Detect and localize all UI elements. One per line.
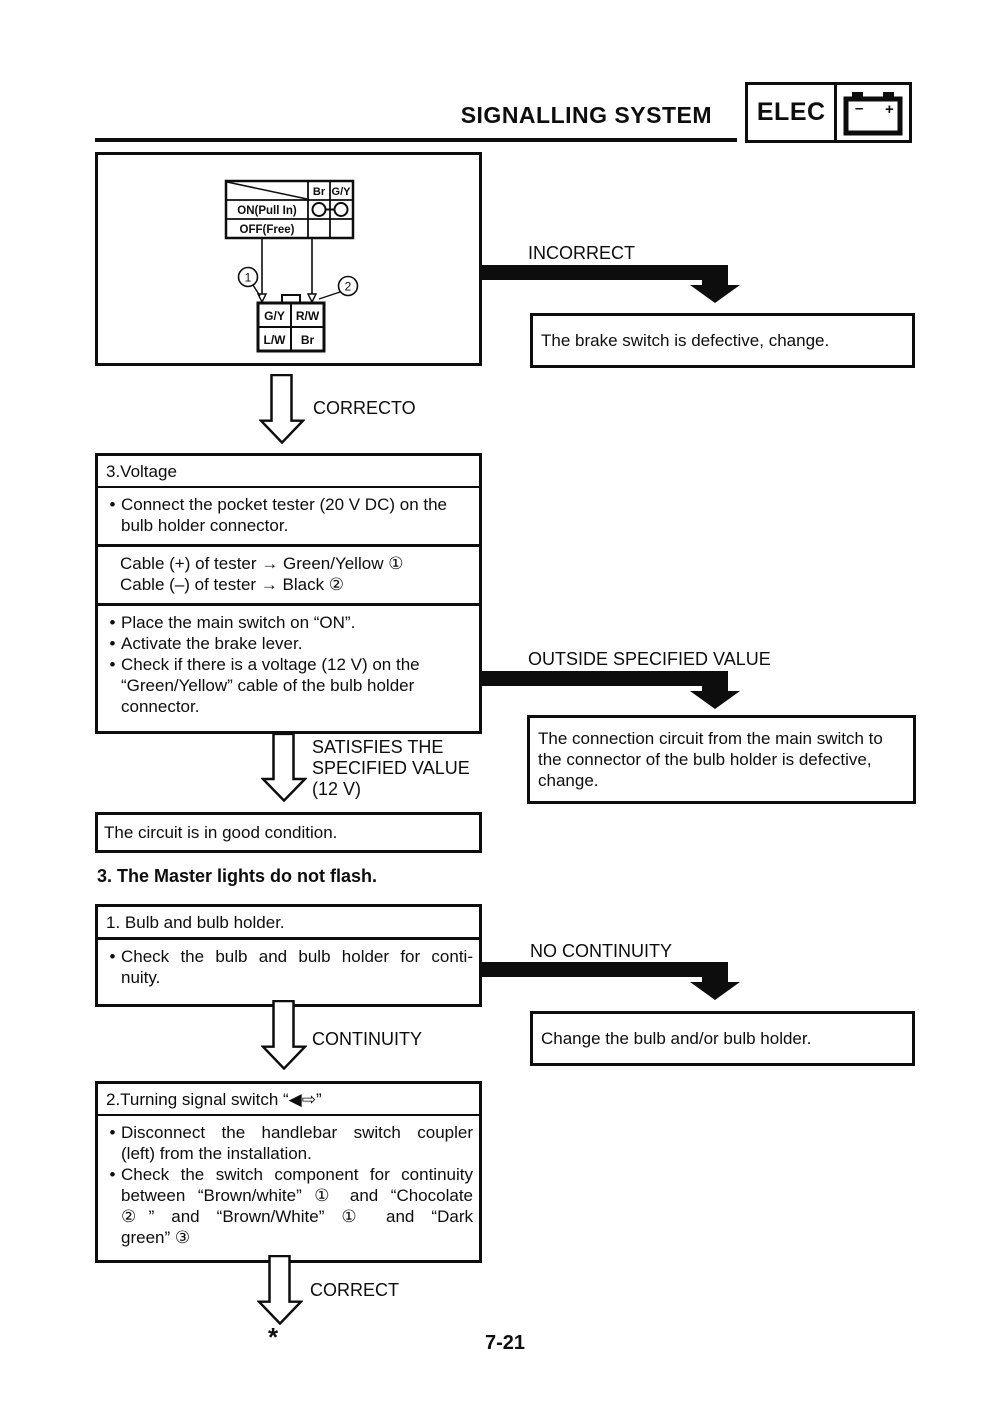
contact-circle-gy xyxy=(333,202,349,217)
connector-cell-gy: G/Y xyxy=(264,309,285,323)
diagonal-line xyxy=(226,181,308,200)
brake-switch-diagram-box: Br G/Y ON(Pull In) OFF(Free) 1 2 xyxy=(95,152,482,366)
correct-label: CORRECT xyxy=(310,1280,399,1300)
bulb-step-1: Check the bulb and bulb holder for conti… xyxy=(98,937,479,1004)
table-row-off: OFF(Free) xyxy=(240,224,295,236)
page-number: 7-21 xyxy=(484,1332,526,1354)
no-continuity-label: NO CONTINUITY xyxy=(530,941,672,961)
voltage-step-4-text: Check if there is a voltage (12 V) on th… xyxy=(121,655,420,716)
voltage-step-1: Connect the pocket tester (20 V DC) on t… xyxy=(98,486,479,544)
brake-defective-box: The brake switch is defective, change. xyxy=(530,313,915,368)
bulb-box-title: 1. Bulb and bulb holder. xyxy=(106,913,285,932)
correct-down-arrow xyxy=(257,1255,303,1325)
satisfies-down-arrow xyxy=(261,733,307,802)
incorrect-branch-arrow xyxy=(481,265,740,303)
battery-icon: – + xyxy=(837,85,909,140)
turning-steps: Disconnect the handlebar switch coupler(… xyxy=(98,1114,479,1260)
outside-specified-value-label: OUTSIDE SPECIFIED VALUE xyxy=(528,649,771,669)
bulb-step-1-text: Check the bulb and bulb holder for conti… xyxy=(121,947,473,987)
voltage-box-title: 3.Voltage xyxy=(106,462,177,481)
turning-signal-switch-box: 2.Turning signal switch “◀⇨” Disconnect … xyxy=(95,1081,482,1263)
no-continuity-branch-arrow xyxy=(481,962,740,1000)
incorrect-label: INCORRECT xyxy=(528,243,635,263)
bulb-check-box: 1. Bulb and bulb holder. Check the bulb … xyxy=(95,904,482,1007)
brake-switch-diagram: Br G/Y ON(Pull In) OFF(Free) 1 2 xyxy=(224,179,359,353)
wire-arrowhead-right xyxy=(306,293,318,304)
chapter-badge: ELEC – + xyxy=(745,82,912,143)
circuit-good-box: The circuit is in good condition. xyxy=(95,812,482,853)
callout-1-number: 1 xyxy=(245,271,252,285)
callout-1: 1 xyxy=(237,266,261,297)
badge-label: ELEC xyxy=(748,85,838,140)
cable-plus-line: Cable (+) of tester → Green/Yellow ① xyxy=(120,554,404,573)
correcto-label: CORRECTO xyxy=(313,398,416,418)
header-rule xyxy=(95,138,737,142)
outside-branch-arrow xyxy=(481,671,740,709)
contact-circle-br xyxy=(311,202,327,217)
voltage-check-box: 3.Voltage Connect the pocket tester (20 … xyxy=(95,453,482,734)
turning-step-1-text: Disconnect the handlebar switch coupler(… xyxy=(121,1123,473,1163)
voltage-steps-2: Place the main switch on “ON”. Activate … xyxy=(98,603,479,731)
circuit-good-text: The circuit is in good condition. xyxy=(104,823,338,842)
callout-2-number: 2 xyxy=(345,280,352,294)
callout-2: 2 xyxy=(318,275,359,300)
table-row-on: ON(Pull In) xyxy=(237,205,297,217)
correcto-down-arrow xyxy=(259,374,305,444)
voltage-step-3-text: Activate the brake lever. xyxy=(121,634,303,653)
page-title: SIGNALLING SYSTEM xyxy=(460,102,712,128)
wire-arrowhead-left xyxy=(256,293,268,304)
connector-cell-br: Br xyxy=(301,333,315,347)
continuity-label: CONTINUITY xyxy=(312,1029,422,1049)
connection-defective-box: The connection circuit from the main swi… xyxy=(527,715,916,804)
battery-icon-svg: – + xyxy=(843,92,903,136)
tester-cable-spec: Cable (+) of tester → Green/Yellow ① Cab… xyxy=(98,544,479,603)
voltage-step-2-text: Place the main switch on “ON”. xyxy=(121,613,356,632)
footnote-asterisk: * xyxy=(268,1322,279,1352)
connector-cell-lw: L/W xyxy=(264,333,287,347)
table-col-gy: G/Y xyxy=(332,186,352,198)
switch-state-table xyxy=(224,179,355,240)
change-bulb-text: Change the bulb and/or bulb holder. xyxy=(541,1029,812,1048)
battery-minus: – xyxy=(855,100,863,117)
battery-plus: + xyxy=(885,101,894,118)
wires xyxy=(256,238,318,304)
turning-box-title: 2.Turning signal switch “◀⇨” xyxy=(106,1090,322,1109)
continuity-down-arrow xyxy=(261,1000,307,1070)
section-3-heading: 3. The Master lights do not flash. xyxy=(97,866,378,886)
voltage-step-1-text: Connect the pocket tester (20 V DC) on t… xyxy=(121,495,448,535)
connection-defective-text: The connection circuit from the main swi… xyxy=(538,729,883,790)
cable-minus-line: Cable (–) of tester → Black ② xyxy=(120,575,345,594)
change-bulb-box: Change the bulb and/or bulb holder. xyxy=(530,1011,915,1066)
turning-step-2-text: Check the switch component for continuit… xyxy=(121,1165,473,1247)
connector-cell-rw: R/W xyxy=(296,309,320,323)
bulb-holder-connector: G/Y R/W L/W Br xyxy=(256,294,326,353)
table-col-br: Br xyxy=(313,186,326,198)
brake-defective-text: The brake switch is defective, change. xyxy=(541,331,830,350)
